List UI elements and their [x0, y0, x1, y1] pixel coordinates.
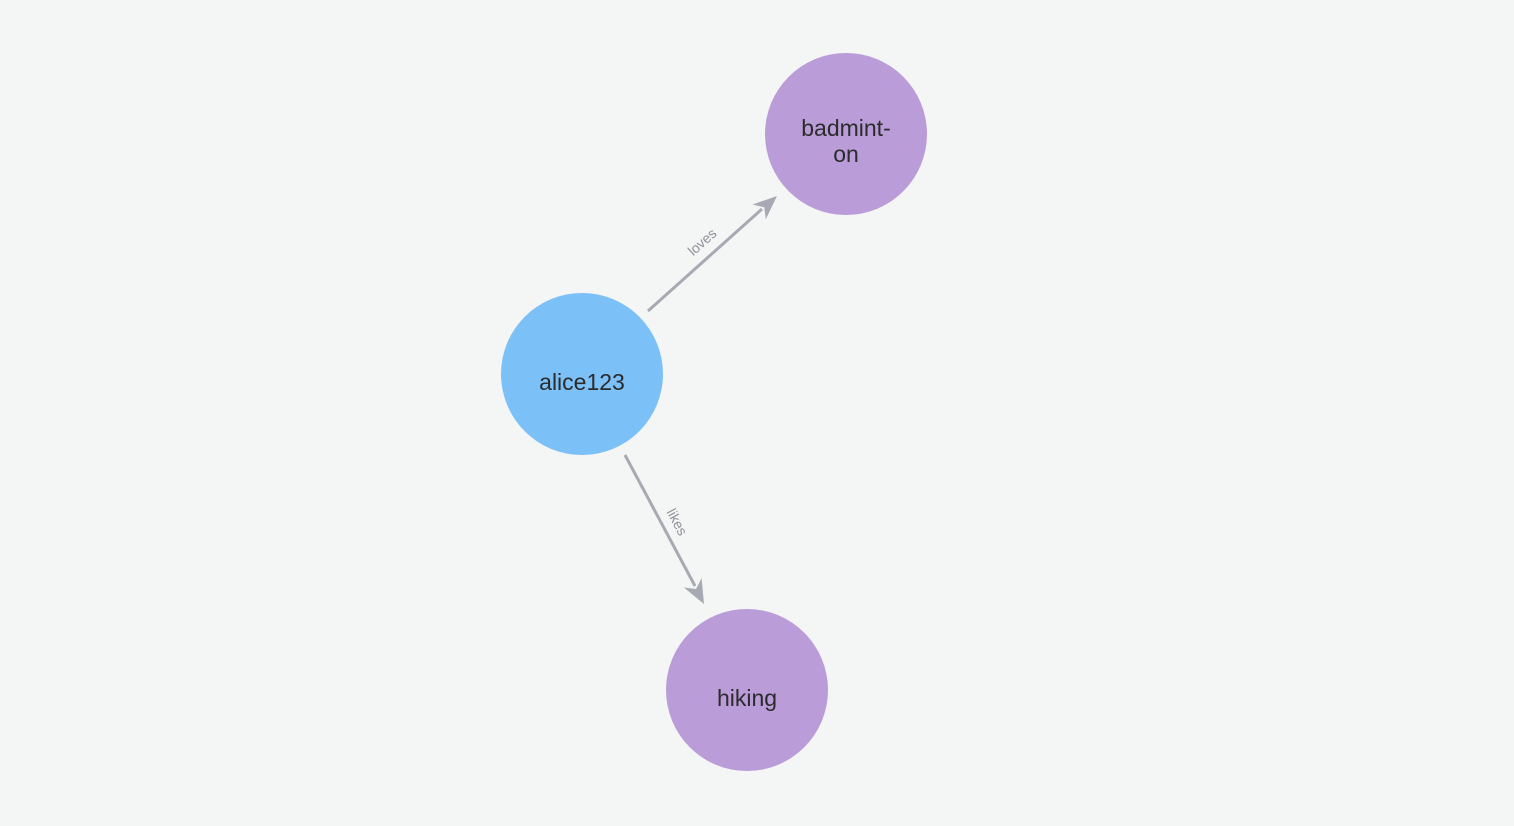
- node-badminton-label-line2: on: [833, 141, 859, 167]
- edge-likes-line[interactable]: [623, 454, 697, 587]
- node-hiking-circle[interactable]: [666, 609, 828, 771]
- node-alice123-label: alice123: [539, 369, 625, 395]
- node-badminton-circle[interactable]: [765, 53, 927, 215]
- node-badminton: badmint- on: [765, 53, 927, 215]
- node-hiking-label: hiking: [717, 685, 777, 711]
- node-badminton-label-line1: badmint-: [801, 115, 890, 141]
- edge-likes-arrowhead-icon: [683, 578, 704, 604]
- node-alice123: alice123: [501, 293, 663, 455]
- edge-loves-line[interactable]: [646, 207, 764, 313]
- node-hiking: hiking: [666, 609, 828, 771]
- edge-loves-arrowhead-icon: [752, 196, 777, 220]
- node-alice123-circle[interactable]: [501, 293, 663, 455]
